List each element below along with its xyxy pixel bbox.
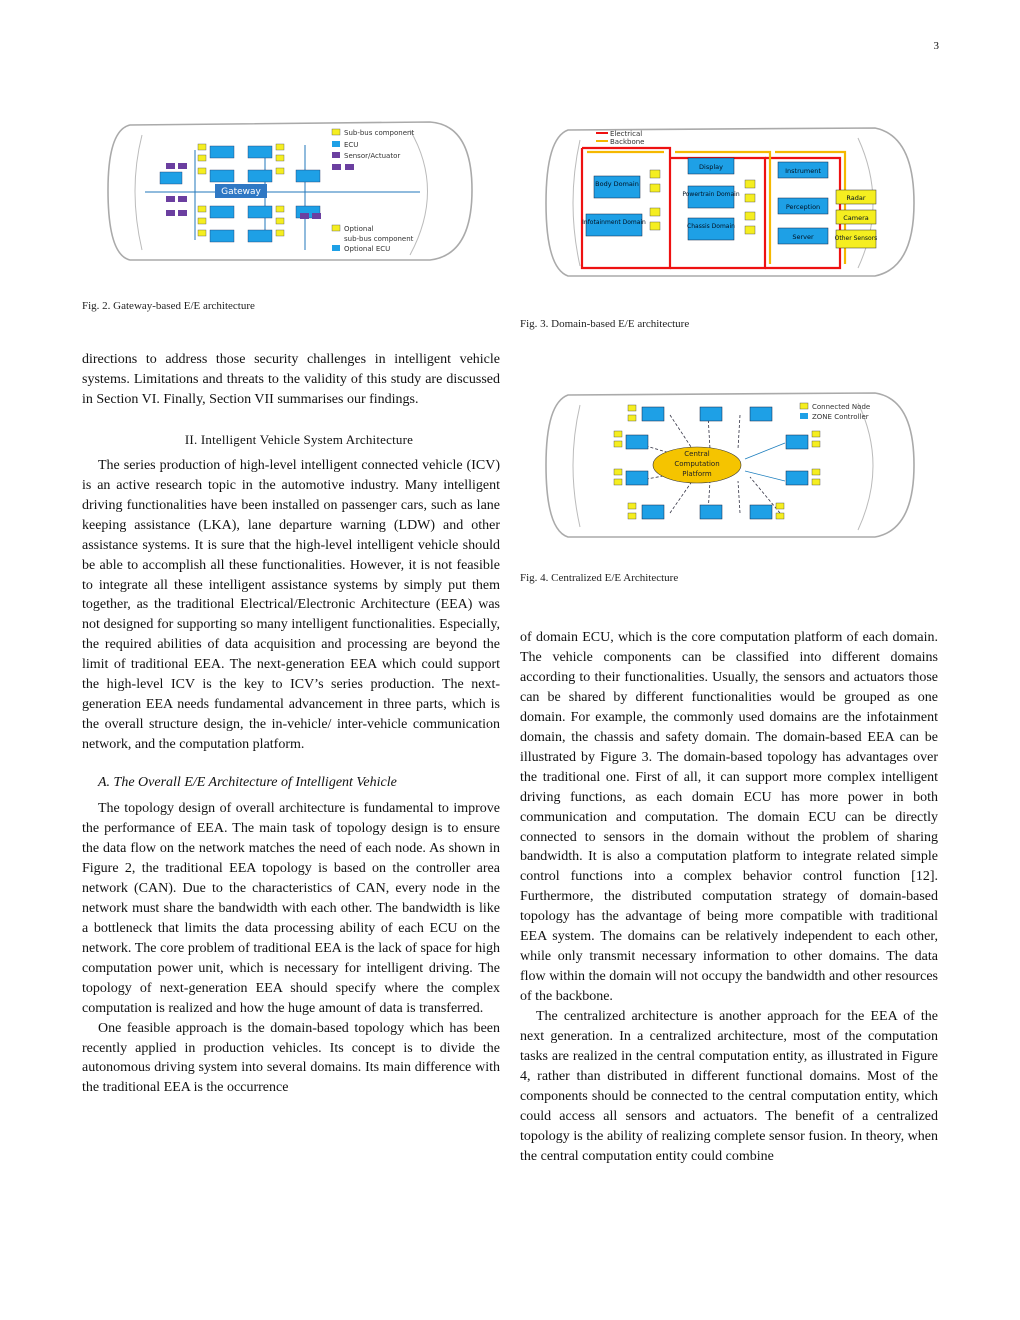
box-powertrain-domain: Powertrain Domain xyxy=(682,191,739,198)
central-label-line1: Central xyxy=(684,450,710,458)
box-server: Server xyxy=(792,233,814,241)
car-outline-gateway: Gateway Sub-bus component ECU xyxy=(107,121,473,261)
car-outline-centralized: Central Computation Platform Connected N… xyxy=(545,392,915,538)
box-instrument: Instrument xyxy=(785,167,821,175)
paragraph-domain-ecu: of domain ECU, which is the core computa… xyxy=(520,630,938,1005)
figure-3-caption: Fig. 3. Domain-based E/E architecture xyxy=(520,318,690,330)
figure-2-gateway-diagram: Gateway Sub-bus component ECU xyxy=(100,110,480,275)
central-label-line2: Computation xyxy=(674,460,719,468)
central-label-line3: Platform xyxy=(682,470,712,478)
figure-4-caption: Fig. 4. Centralized E/E Architecture xyxy=(520,572,679,584)
figure-2-caption: Fig. 2. Gateway-based E/E architecture xyxy=(82,300,255,312)
figure-3-domain-diagram: Electrical Backbone Display Instrument B… xyxy=(540,118,920,288)
paragraph-intro: directions to address those security cha… xyxy=(82,352,500,407)
left-text-column: directions to address those security cha… xyxy=(82,350,500,1098)
legend-backbone: Backbone xyxy=(610,138,644,146)
legend-sub-bus: Sub-bus component xyxy=(344,129,414,137)
box-radar: Radar xyxy=(846,194,865,202)
legend-optional-ecu: Optional ECU xyxy=(344,245,390,253)
figure-4-centralized-diagram: Central Computation Platform Connected N… xyxy=(540,385,920,550)
paragraph-topology: The topology design of overall architect… xyxy=(82,801,500,1016)
box-chassis-domain: Chassis Domain xyxy=(687,223,735,230)
box-display: Display xyxy=(699,163,723,171)
legend-sensor: Sensor/Actuator xyxy=(344,152,400,160)
box-perception: Perception xyxy=(786,203,820,211)
legend-optional-sub-bus: sub-bus component xyxy=(344,235,414,243)
legend-zone-controller: ZONE Controller xyxy=(812,413,869,421)
subsection-title-a: A. The Overall E/E Architecture of Intel… xyxy=(98,775,397,791)
paragraph-feasible-approach: One feasible approach is the domain-base… xyxy=(82,1020,500,1096)
box-infotainment-domain: Infotainment Domain xyxy=(582,219,646,226)
legend-electrical: Electrical xyxy=(610,130,642,138)
box-body-domain: Body Domain xyxy=(595,180,639,188)
legend-optional: Optional xyxy=(344,225,374,233)
right-text-column: of domain ECU, which is the core computa… xyxy=(520,628,938,1167)
paragraph-centralized: The centralized architecture is another … xyxy=(520,1009,938,1164)
page-number: 3 xyxy=(933,40,940,52)
legend-connected-node: Connected Node xyxy=(812,403,870,411)
gateway-label: Gateway xyxy=(221,187,261,197)
legend-ecu: ECU xyxy=(344,141,358,149)
box-camera: Camera xyxy=(843,214,869,222)
car-outline-domain: Electrical Backbone Display Instrument B… xyxy=(545,127,915,277)
section-title-ii: II. Intelligent Vehicle System Architect… xyxy=(184,431,414,447)
box-other-sensors: Other Sensors xyxy=(835,235,878,242)
paragraph-series-production: The series production of high-level inte… xyxy=(82,457,500,753)
